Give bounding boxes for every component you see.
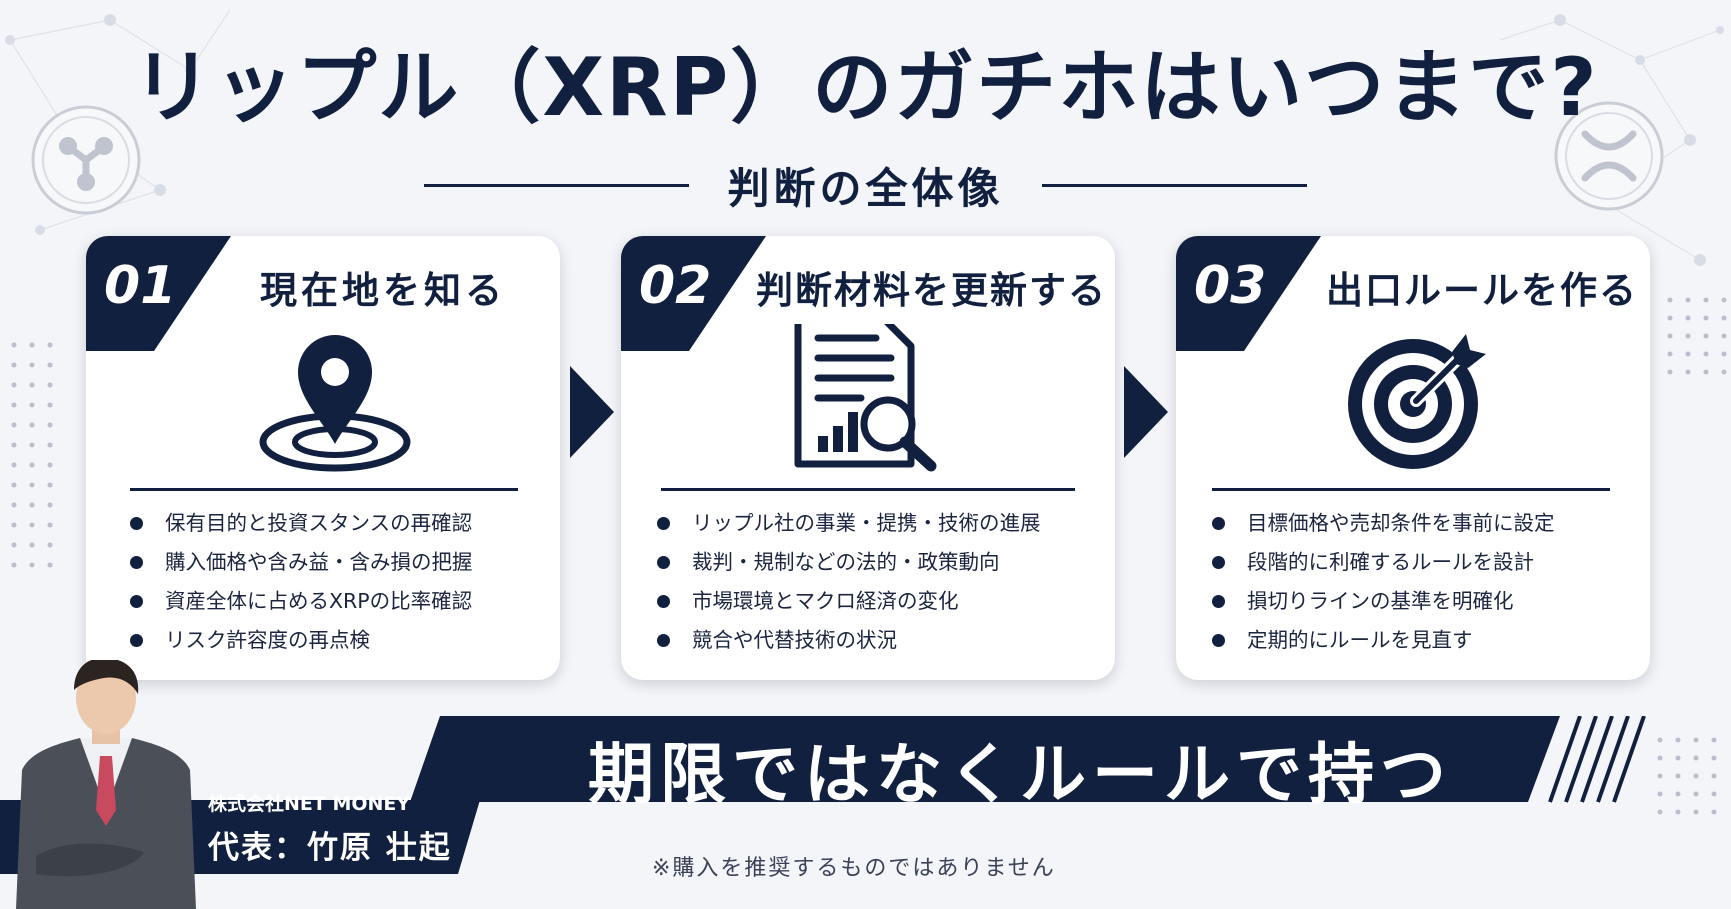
subtitle: 判断の全体像: [727, 163, 1004, 213]
card-separator: [130, 488, 518, 491]
list-item: 保有目的と投資スタンスの再確認: [130, 504, 550, 543]
page-title: リップル（XRP）のガチホはいつまで?: [132, 41, 1599, 134]
step-title: 現在地を知る: [260, 269, 506, 312]
list-item: 資産全体に占めるXRPの比率確認: [130, 582, 550, 621]
step-number-badge: [1176, 236, 1321, 351]
step-number-badge: [86, 236, 231, 351]
list-item: リップル社の事業・提携・技術の進展: [657, 504, 1105, 543]
step-card-2: 02 判断材料を更新する リップル社の事業・提携・技術の進展 裁判・規制などの法…: [621, 236, 1115, 680]
card-separator: [661, 488, 1075, 491]
list-item: 裁判・規制などの法的・政策動向: [657, 543, 1105, 582]
subtitle-line-left: [424, 183, 690, 187]
list-item: 目標価格や売却条件を事前に設定: [1212, 504, 1640, 543]
arrow-right-icon: [570, 366, 614, 458]
list-item: 段階的に利確するルールを設計: [1212, 543, 1640, 582]
location-pin-icon: [259, 335, 411, 472]
bullet-list: 保有目的と投資スタンスの再確認 購入価格や含み益・含み損の把握 資産全体に占める…: [130, 504, 550, 660]
disclaimer: ※購入を推奨するものではありません: [652, 856, 1056, 881]
xrp-coin-left-icon: [31, 105, 141, 215]
step-number-badge: [621, 236, 766, 351]
bullet-list: 目標価格や売却条件を事前に設定 段階的に利確するルールを設計 損切りラインの基準…: [1212, 504, 1640, 660]
list-item: 競合や代替技術の状況: [657, 621, 1105, 660]
step-title: 出口ルールを作る: [1326, 269, 1638, 312]
subtitle-row: 判断の全体像: [0, 150, 1731, 220]
step-number: 02: [639, 256, 712, 316]
list-item: リスク許容度の再点検: [130, 621, 550, 660]
target-arrow-icon: [1348, 334, 1486, 469]
document-search-icon: [794, 324, 937, 472]
bullet-list: リップル社の事業・提携・技術の進展 裁判・規制などの法的・政策動向 市場環境とマ…: [657, 504, 1105, 660]
list-item: 損切りラインの基準を明確化: [1212, 582, 1640, 621]
step-number: 01: [104, 256, 177, 316]
card-separator: [1212, 488, 1610, 491]
list-item: 定期的にルールを見直す: [1212, 621, 1640, 660]
step-title: 判断材料を更新する: [756, 269, 1107, 312]
subtitle-line-right: [1041, 183, 1307, 187]
bottom-banner: [0, 716, 1646, 874]
list-item: 市場環境とマクロ経済の変化: [657, 582, 1105, 621]
list-item: 購入価格や含み益・含み損の把握: [130, 543, 550, 582]
step-number: 03: [1194, 256, 1267, 316]
step-card-3: 03 出口ルールを作る 目標価格や売却条件を事前に設定 段階的に利確するルールを…: [1176, 236, 1650, 680]
representative-name: 代表：竹原 壮起: [208, 830, 452, 866]
step-card-1: 01 現在地を知る 保有目的と投資スタンスの再確認 購入価格や含み益・含み損の把…: [86, 236, 560, 680]
arrow-right-icon: [1124, 366, 1168, 458]
banner-slogan: 期限ではなくルールで持つ: [588, 736, 1452, 813]
xrp-coin-right-icon: [1554, 101, 1664, 211]
representative-photo: [16, 660, 196, 909]
company-name: 株式会社NET MONEY: [208, 793, 411, 815]
